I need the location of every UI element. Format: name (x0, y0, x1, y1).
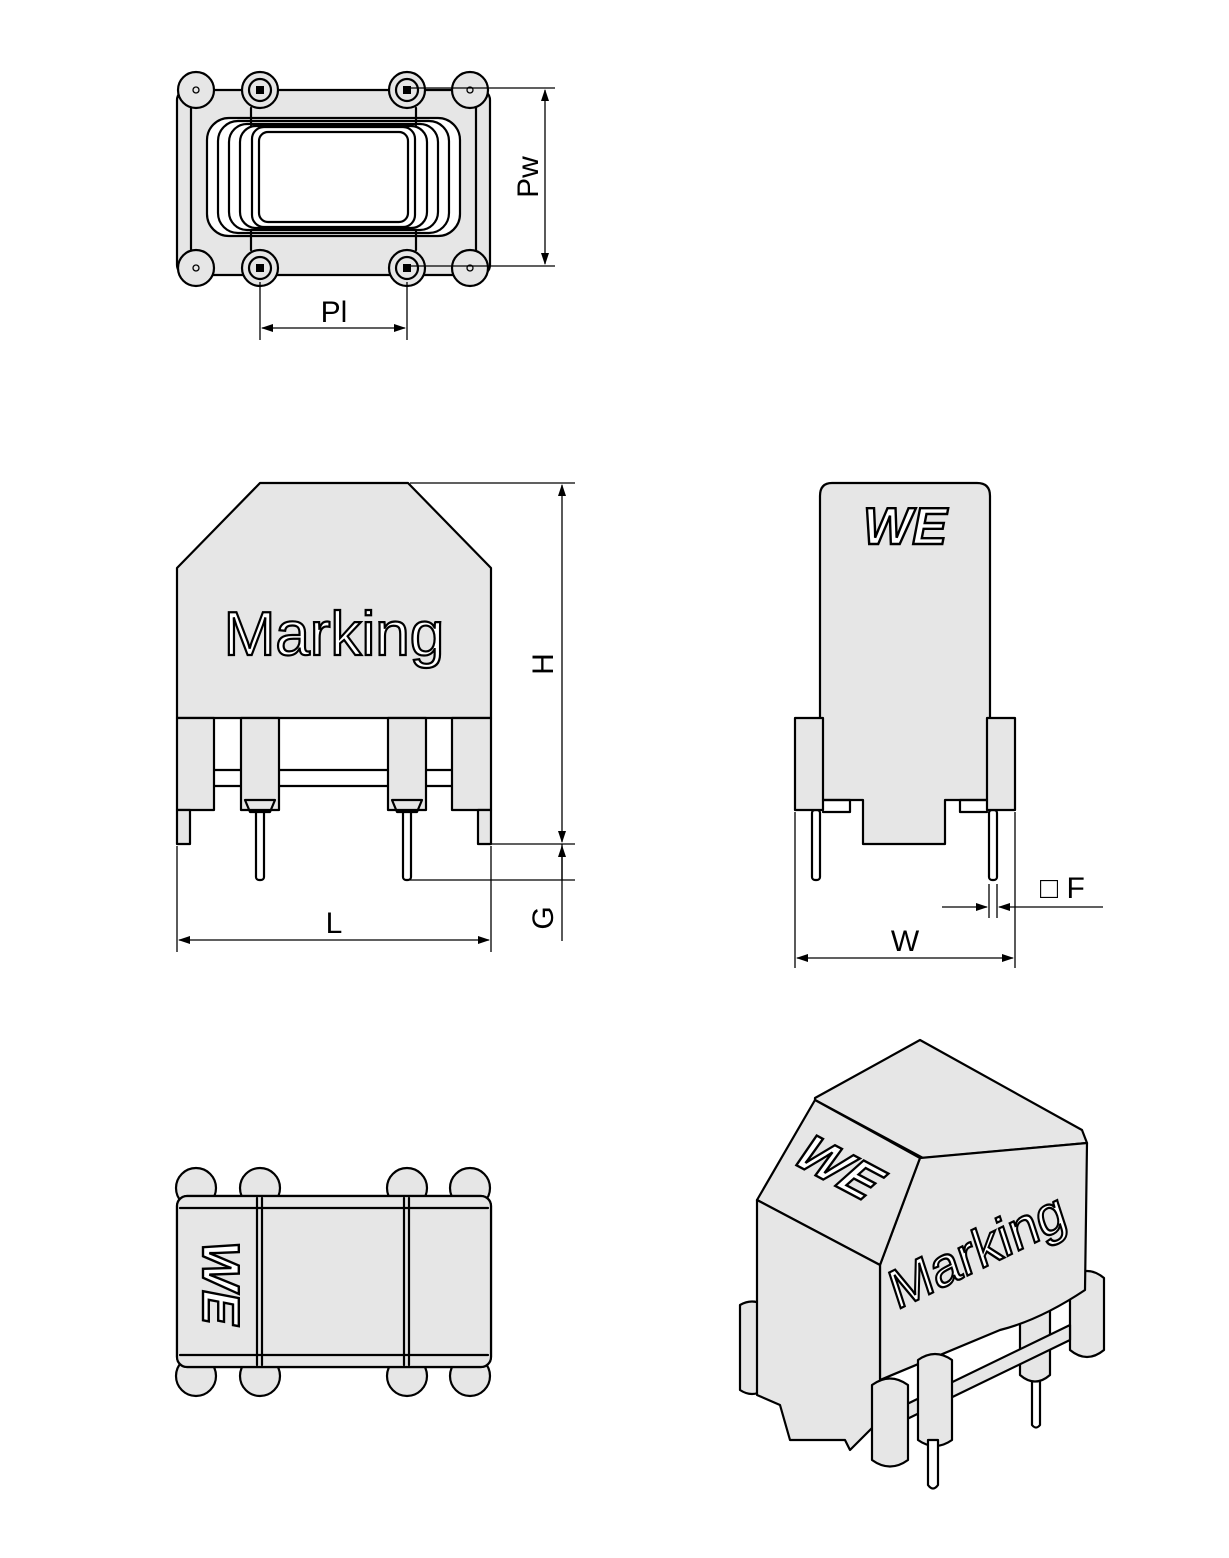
front-marking: Marking (224, 600, 445, 669)
bottom-view: WE (174, 1166, 493, 1398)
g-dimension: G (410, 844, 575, 941)
l-dimension: L (176, 846, 492, 952)
front-view: Marking (175, 481, 493, 882)
isometric-view: WE Marking (738, 1038, 1106, 1490)
w-dimension: W (794, 812, 1016, 968)
side-logo: WE (863, 498, 948, 556)
pw-label: Pw (512, 156, 545, 198)
bottom-logo: WE (191, 1241, 249, 1326)
f-dimension: □ F (942, 872, 1103, 918)
top-view (175, 70, 492, 288)
pw-dimension: Pw (407, 87, 555, 267)
h-label: H (527, 653, 560, 675)
f-label: □ F (1040, 872, 1085, 905)
side-view: WE (793, 481, 1017, 882)
h-dimension: H (410, 482, 575, 845)
pl-label: Pl (321, 296, 348, 329)
g-label: G (527, 906, 560, 929)
l-label: L (326, 907, 343, 940)
pl-dimension: Pl (259, 282, 408, 340)
w-label: W (891, 925, 920, 958)
